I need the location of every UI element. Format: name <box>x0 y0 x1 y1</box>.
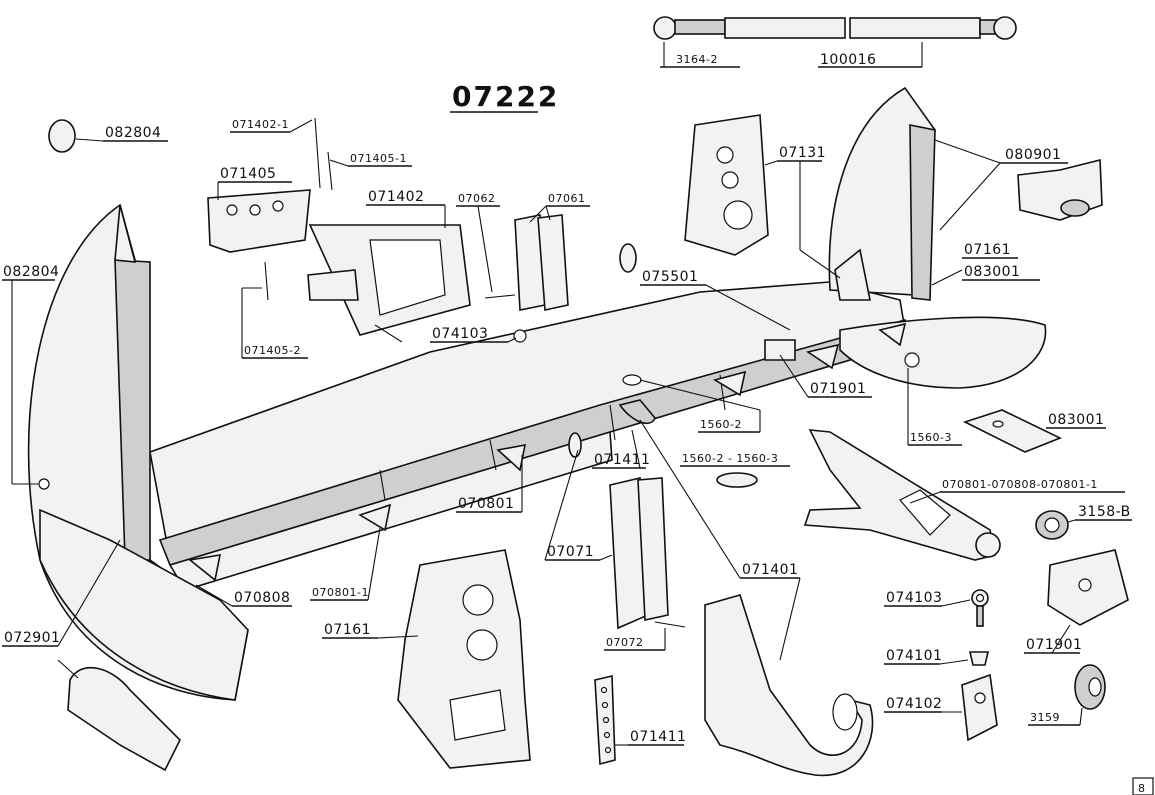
label-3158-B: 3158-B <box>1078 504 1131 520</box>
bracket-071405 <box>207 117 333 301</box>
label-074103-right: 074103 <box>886 590 942 606</box>
leader-lines <box>2 42 1132 746</box>
small-hardware <box>961 589 998 742</box>
label-1560-2-1560-3: 1560-2 - 1560-3 <box>682 452 778 465</box>
label-1560-2: 1560-2 <box>700 418 742 431</box>
plate-083001 <box>962 409 1062 453</box>
fairing-072901 <box>67 666 181 772</box>
label-071405-1: 071405-1 <box>350 152 407 165</box>
arm-070801 <box>803 429 1001 561</box>
label-074103-center: 074103 <box>432 326 488 342</box>
label-074102: 074102 <box>886 696 942 712</box>
label-082804-top: 082804 <box>105 125 161 141</box>
label-3164-2: 3164-2 <box>676 53 718 66</box>
label-071901-center: 071901 <box>810 381 866 397</box>
label-07072: 07072 <box>606 636 644 649</box>
label-072901: 072901 <box>4 630 60 646</box>
label-070801-combo: 070801-070808-070801-1 <box>942 478 1098 491</box>
label-071401: 071401 <box>742 562 798 578</box>
bracket-080901 <box>1017 158 1103 221</box>
label-071901-right: 071901 <box>1026 637 1082 653</box>
disc-1560 <box>716 472 758 488</box>
label-083001-right: 083001 <box>964 264 1020 280</box>
horizontal-stabilizer <box>149 281 911 591</box>
label-07061: 07061 <box>548 192 586 205</box>
label-083001-bottom: 083001 <box>1048 412 1104 428</box>
plate-pair-07071 <box>609 477 686 630</box>
part-3158-B <box>1035 510 1069 540</box>
label-082804-left: 082804 <box>3 264 59 280</box>
strip-071411 <box>594 674 616 766</box>
label-074101: 074101 <box>886 648 942 664</box>
fitting-071901 <box>1047 549 1129 626</box>
label-070801: 070801 <box>458 496 514 512</box>
roller-3159 <box>1074 664 1106 710</box>
label-07131: 07131 <box>779 145 826 161</box>
turnbuckle-rod <box>653 16 1017 40</box>
label-071405-2: 071405-2 <box>244 344 301 357</box>
label-070801-1: 070801-1 <box>312 586 369 599</box>
cap-disc <box>48 119 76 153</box>
label-07161-right: 07161 <box>964 242 1011 258</box>
frame-071402 <box>307 224 471 343</box>
svg-text:8: 8 <box>1138 782 1146 795</box>
hook-071401 <box>704 594 874 777</box>
bracket-07161 <box>397 549 531 769</box>
label-071402-1: 071402-1 <box>232 118 289 131</box>
plate-pair-07061 <box>484 214 569 311</box>
label-3159: 3159 <box>1030 711 1060 724</box>
label-070808: 070808 <box>234 590 290 606</box>
ring-075501 <box>619 243 637 273</box>
label-071411-center: 071411 <box>594 452 650 468</box>
bracket-07131 <box>684 114 769 256</box>
label-07062: 07062 <box>458 192 496 205</box>
label-080901: 080901 <box>1005 147 1061 163</box>
left-fin <box>27 203 249 701</box>
label-07071: 07071 <box>547 544 594 560</box>
label-1560-3: 1560-3 <box>910 431 952 444</box>
spar-fittings <box>188 248 907 582</box>
part-labels: 3164-2 100016 082804 071402-1 071405-1 0… <box>3 52 1131 745</box>
label-075501: 075501 <box>642 269 698 285</box>
right-fin <box>828 86 1047 389</box>
label-100016: 100016 <box>820 52 876 68</box>
corner-page-mark: 8 <box>1132 777 1154 795</box>
label-071411-bottom: 071411 <box>630 729 686 745</box>
label-071405: 071405 <box>220 166 276 182</box>
label-071402: 071402 <box>368 189 424 205</box>
label-07161-bottom: 07161 <box>324 622 371 638</box>
drawing-number: 07222 <box>452 80 559 113</box>
